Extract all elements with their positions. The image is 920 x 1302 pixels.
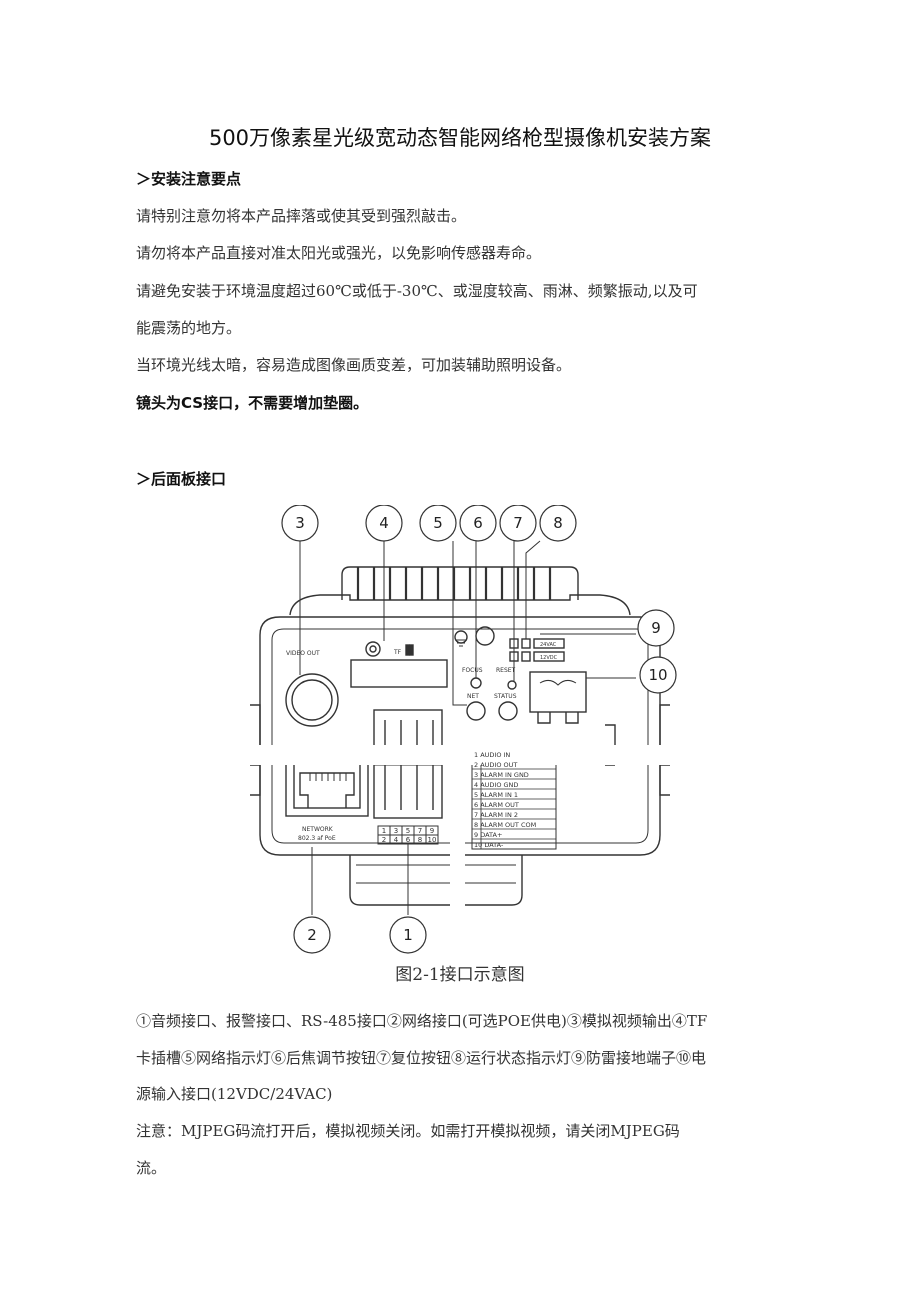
note-line: 请勿将本产品直接对准太阳光或强光，以免影响传感器寿命。 <box>136 244 542 262</box>
callout-2: 2 <box>307 926 317 944</box>
pin-row: 5 ALARM IN 1 <box>474 791 518 799</box>
note-line: 注意：MJPEG码流打开后，模拟视频关闭。如需打开模拟视频，请关闭MJPEG码 <box>136 1122 680 1140</box>
pin-number: 9 <box>430 827 434 835</box>
pin-row: 3 ALARM IN GND <box>474 771 529 779</box>
pin-number: 8 <box>418 836 422 844</box>
note-line: 请特别注意勿将本产品摔落或使其受到强烈敲击。 <box>136 207 467 225</box>
callout-1: 1 <box>403 926 413 944</box>
callout-9: 9 <box>651 619 661 637</box>
pin-number: 6 <box>406 836 411 844</box>
pin-row: 4 AUDIO GND <box>474 781 518 789</box>
poe-label: 802.3 af PoE <box>298 835 336 842</box>
callout-10: 10 <box>648 666 667 684</box>
lens-note: 镜头为CS接口，不需要增加垫圈。 <box>136 394 369 412</box>
figure-caption: 图2-1接口示意图 <box>395 965 525 985</box>
rear-panel-diagram: 3 4 5 6 7 8 9 10 2 1 VIDEO OUT TF FOCUS … <box>250 505 690 954</box>
section-heading-rear-panel: ＞后面板接口 <box>136 470 227 488</box>
note-line: 当环境光线太暗，容易造成图像画质变差，可加装辅助照明设备。 <box>136 356 572 374</box>
pin-number: 4 <box>394 836 399 844</box>
page-title: 500万像素星光级宽动态智能网络枪型摄像机安装方案 <box>208 126 712 150</box>
vac-label: 24VAC <box>540 642 557 648</box>
pin-row: 1 AUDIO IN <box>474 751 510 759</box>
note-line: 请避免安装于环境温度超过60℃或低于-30℃、或湿度较高、雨淋、频繁振动,以及可 <box>136 282 698 300</box>
note-line: 流。 <box>136 1159 167 1177</box>
pin-number: 1 <box>382 827 386 835</box>
pin-row: 10 DATA- <box>474 841 504 849</box>
callout-4: 4 <box>379 514 389 532</box>
section-heading-install-notes: ＞安装注意要点 <box>136 170 242 188</box>
reset-label: RESET <box>496 667 516 674</box>
callout-6: 6 <box>473 514 483 532</box>
note-line: 能震荡的地方。 <box>136 319 242 337</box>
vdc-label: 12VDC <box>540 655 558 661</box>
callout-3: 3 <box>295 514 305 532</box>
net-label: NET <box>467 693 479 700</box>
callout-5: 5 <box>433 514 443 532</box>
pin-row: 8 ALARM OUT COM <box>474 821 536 829</box>
pin-number: 7 <box>418 827 422 835</box>
pin-row: 2 AUDIO OUT <box>474 761 517 769</box>
pin-row: 9 DATA+ <box>474 831 502 839</box>
pin-number: 5 <box>406 827 410 835</box>
pin-number: 3 <box>394 827 398 835</box>
pin-number: 2 <box>382 836 386 844</box>
pin-row: 6 ALARM OUT <box>474 801 519 809</box>
video-out-label: VIDEO OUT <box>286 650 320 657</box>
callout-8: 8 <box>553 514 563 532</box>
status-label: STATUS <box>494 693 517 700</box>
pin-number: 10 <box>428 836 437 844</box>
tf-label: TF <box>393 649 402 656</box>
desc-line: 源输入接口(12VDC/24VAC) <box>136 1085 333 1103</box>
desc-line: ①音频接口、报警接口、RS-485接口②网络接口(可选POE供电)③模拟视频输出… <box>136 1012 708 1030</box>
pin-row: 7 ALARM IN 2 <box>474 811 518 819</box>
desc-line: 卡插槽⑤网络指示灯⑥后焦调节按钮⑦复位按钮⑧运行状态指示灯⑨防雷接地端子⑩电 <box>136 1049 707 1067</box>
network-label: NETWORK <box>302 826 334 833</box>
focus-label: FOCUS <box>462 667 483 674</box>
callout-7: 7 <box>513 514 523 532</box>
